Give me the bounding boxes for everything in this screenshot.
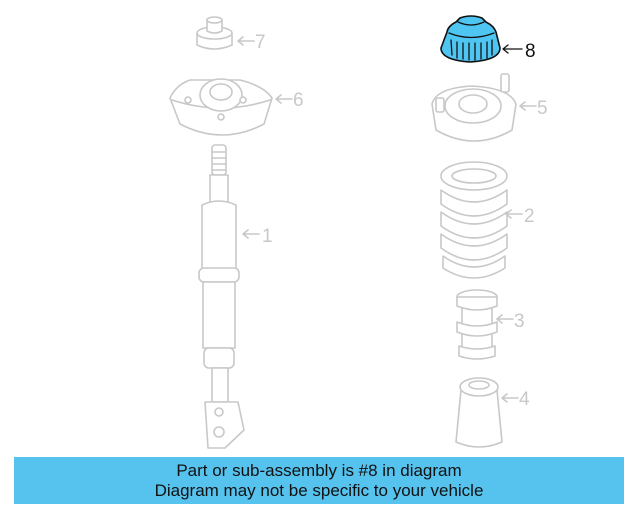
banner-line-part: Part or sub-assembly is #8 in diagram xyxy=(176,460,462,480)
callout-7-label: 7 xyxy=(255,32,266,53)
callout-2: 2 xyxy=(505,206,535,227)
callout-5: 5 xyxy=(519,98,548,119)
part-7-cap xyxy=(196,16,233,50)
part-3-bump-stop xyxy=(456,289,498,360)
part-8-highlighted xyxy=(440,15,501,63)
callout-3: 3 xyxy=(496,311,525,332)
callout-8: 8 xyxy=(502,41,536,62)
part-6-strut-mount xyxy=(169,78,273,136)
callout-6-label: 6 xyxy=(293,90,304,111)
part-1-shock-absorber xyxy=(198,144,245,449)
callout-3-label: 3 xyxy=(514,311,525,332)
callout-7: 7 xyxy=(237,32,266,53)
callout-1: 1 xyxy=(242,226,273,247)
part-4-dust-boot xyxy=(455,377,503,448)
callout-4: 4 xyxy=(501,389,530,410)
part-2-coil-spring xyxy=(440,161,508,279)
callout-2-label: 2 xyxy=(524,206,535,227)
info-banner: Part or sub-assembly is #8 in diagram Di… xyxy=(14,457,624,504)
callout-8-label: 8 xyxy=(525,41,536,62)
part-5-spring-seat xyxy=(431,73,517,142)
callout-6: 6 xyxy=(275,90,304,111)
callout-1-label: 1 xyxy=(262,226,273,247)
callout-5-label: 5 xyxy=(537,98,548,119)
callout-4-label: 4 xyxy=(519,389,530,410)
banner-line-disclaimer: Diagram may not be specific to your vehi… xyxy=(154,480,484,500)
